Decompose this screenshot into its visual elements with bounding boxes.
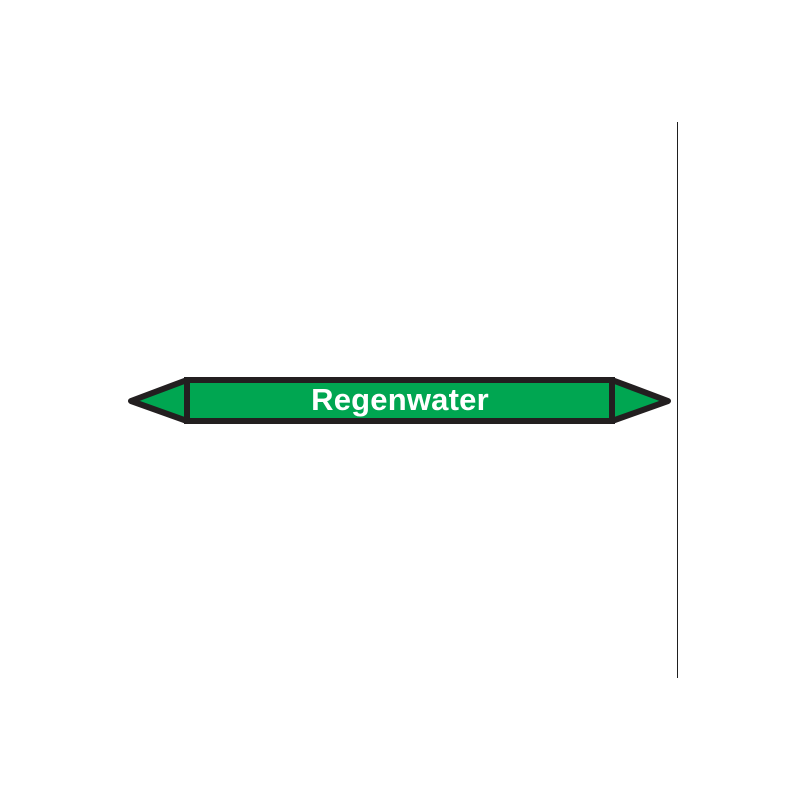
left-arrow-tip bbox=[128, 377, 190, 424]
right-arrow-tip bbox=[609, 377, 671, 424]
marker-label: Regenwater bbox=[311, 382, 489, 417]
vertical-divider-line bbox=[677, 122, 678, 678]
